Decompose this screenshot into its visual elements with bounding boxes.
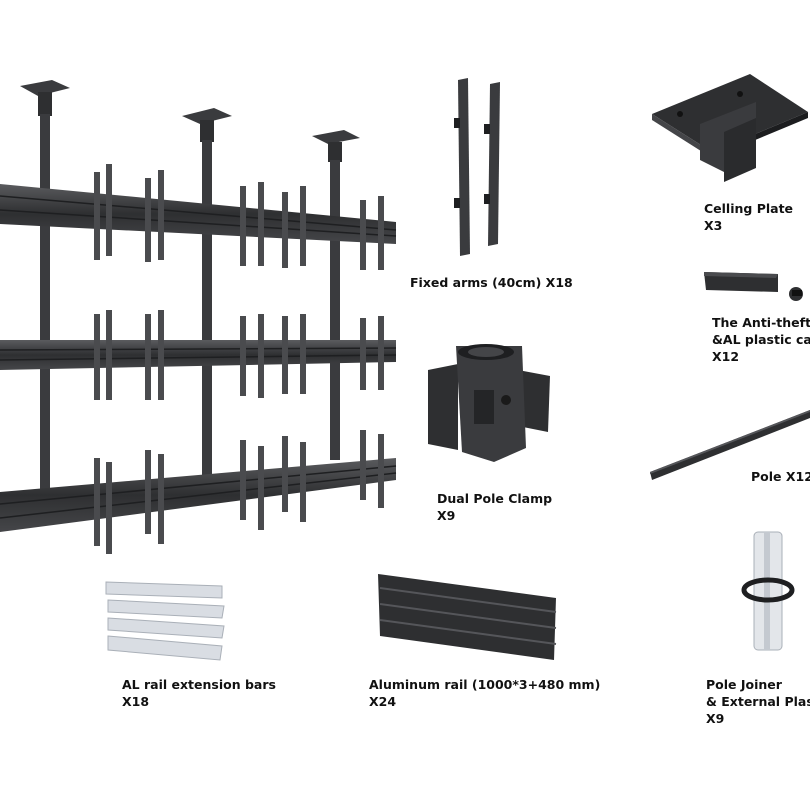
dual-pole-clamp-label: Dual Pole Clamp X9 [437, 490, 552, 524]
al-rail-extension-bars-image [105, 581, 225, 661]
ceiling-plate-qty: X3 [704, 218, 723, 233]
vertical-pole-3 [330, 160, 340, 460]
dual-pole-clamp-qty: X9 [437, 508, 456, 523]
aluminum-rail-qty: X24 [369, 694, 397, 709]
video-wall-mount-assembly [0, 80, 397, 554]
al-rail-bars-name: AL rail extension bars [122, 677, 276, 692]
vertical-pole-1 [40, 114, 50, 504]
anti-theft-qty: X12 [712, 349, 740, 364]
fixed-arms-image [454, 78, 500, 256]
ceiling-plate-name: Celling Plate [704, 201, 794, 216]
anti-theft-screw-image [704, 272, 803, 301]
ceiling-plate-label: Celling Plate X3 [704, 200, 793, 234]
pole-joiner-label: Pole Joiner & External Plast X9 [706, 676, 810, 727]
pole-text: Pole X12 [751, 469, 810, 484]
pole-joiner-image [741, 531, 795, 651]
anti-theft-sub: &AL plastic cap [712, 332, 810, 347]
rail-row-bottom [0, 458, 397, 532]
pole-joiner-qty: X9 [706, 711, 725, 726]
fixed-arms-text: Fixed arms (40cm) X18 [410, 275, 573, 290]
aluminum-rail-image [378, 574, 557, 660]
ceiling-plate-1 [20, 80, 70, 116]
dual-pole-clamp-image [428, 344, 550, 462]
pole-image [650, 410, 810, 480]
fixed-arms-label: Fixed arms (40cm) X18 [410, 274, 573, 291]
dual-pole-clamp-name: Dual Pole Clamp [437, 491, 553, 506]
ceiling-plate-2 [182, 108, 232, 142]
ceiling-plate-3 [312, 130, 360, 162]
aluminum-rail-name: Aluminum rail (1000*3+480 mm) [369, 677, 601, 692]
al-rail-bars-label: AL rail extension bars X18 [122, 676, 276, 710]
anti-theft-name: The Anti-theft s [712, 315, 810, 330]
pole-joiner-sub: & External Plast [706, 694, 810, 709]
vertical-pole-2 [202, 140, 212, 480]
mount-arms [94, 164, 384, 554]
aluminum-rail-label: Aluminum rail (1000*3+480 mm) X24 [369, 676, 600, 710]
pole-joiner-name: Pole Joiner [706, 677, 782, 692]
al-rail-bars-qty: X18 [122, 694, 150, 709]
pole-label: Pole X12 [751, 468, 810, 485]
ceiling-plate-image [652, 74, 808, 182]
anti-theft-label: The Anti-theft s &AL plastic cap X12 [712, 314, 810, 365]
